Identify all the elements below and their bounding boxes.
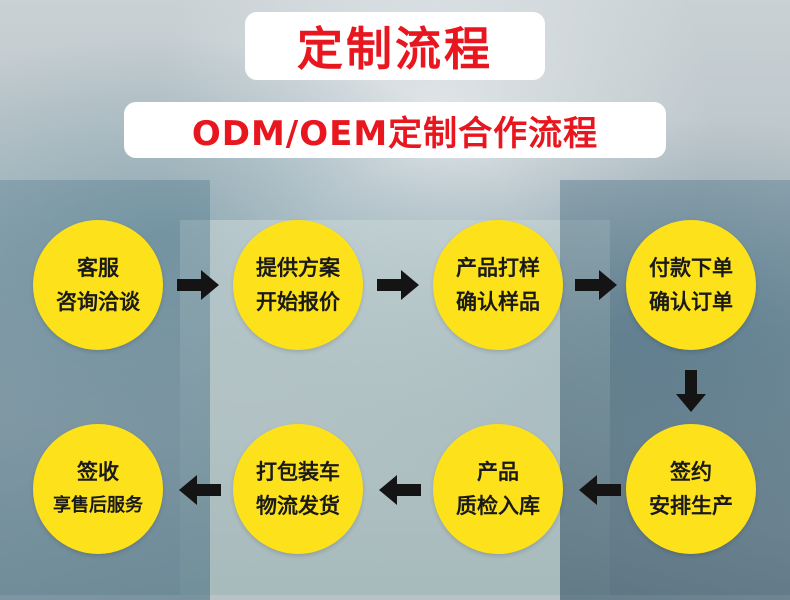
arrow-down-icon xyxy=(676,370,706,412)
step-label-line2: 确认订单 xyxy=(649,290,733,314)
title-banner: 定制流程 xyxy=(245,12,545,80)
step-label-line1: 客服 xyxy=(77,256,119,280)
step-sampling: 产品打样 确认样品 xyxy=(433,220,563,350)
arrow-right-icon xyxy=(177,270,219,300)
step-label-line2: 开始报价 xyxy=(256,290,340,314)
step-after-sales: 签收 享售后服务 xyxy=(33,424,163,554)
step-label-line2: 安排生产 xyxy=(649,494,733,518)
step-consultation: 客服 咨询洽谈 xyxy=(33,220,163,350)
arrow-left-icon xyxy=(579,475,621,505)
subtitle-banner: ODM/OEM定制合作流程 xyxy=(124,102,666,158)
step-production: 签约 安排生产 xyxy=(626,424,756,554)
arrow-right-icon xyxy=(575,270,617,300)
step-quotation: 提供方案 开始报价 xyxy=(233,220,363,350)
arrow-left-icon xyxy=(179,475,221,505)
step-label-line2: 享售后服务 xyxy=(53,495,143,516)
step-label-line1: 产品 xyxy=(477,460,519,484)
step-shipping: 打包装车 物流发货 xyxy=(233,424,363,554)
step-label-line1: 提供方案 xyxy=(256,256,340,280)
page-title: 定制流程 xyxy=(297,22,493,76)
step-label-line2: 确认样品 xyxy=(456,290,540,314)
step-label-line1: 产品打样 xyxy=(456,256,540,280)
arrow-right-icon xyxy=(377,270,419,300)
step-label-line2: 质检入库 xyxy=(456,494,540,518)
step-label-line1: 签约 xyxy=(670,460,712,484)
step-label-line1: 打包装车 xyxy=(256,460,340,484)
page-subtitle: ODM/OEM定制合作流程 xyxy=(191,113,599,154)
step-label-line1: 付款下单 xyxy=(649,256,733,280)
arrow-left-icon xyxy=(379,475,421,505)
step-inspection: 产品 质检入库 xyxy=(433,424,563,554)
step-label-line1: 签收 xyxy=(77,460,119,484)
step-label-line2: 物流发货 xyxy=(256,494,340,518)
step-payment: 付款下单 确认订单 xyxy=(626,220,756,350)
step-label-line2: 咨询洽谈 xyxy=(56,290,140,314)
